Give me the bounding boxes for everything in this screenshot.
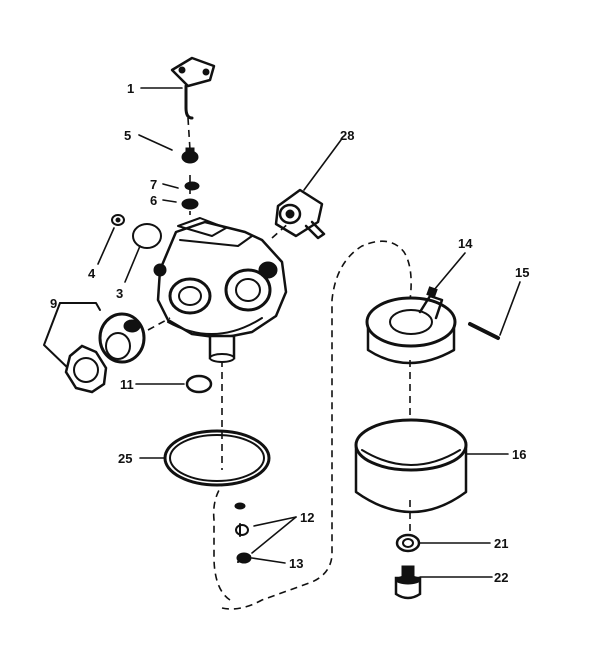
part-screw-13 — [236, 552, 252, 564]
part-washer-12a — [234, 502, 246, 510]
callout-5: 5 — [124, 128, 131, 143]
assembly-dashed-outline — [212, 240, 412, 610]
callout-15: 15 — [515, 265, 529, 280]
part-hinge-pin-15 — [468, 322, 500, 340]
part-bowl-nut-22 — [394, 565, 422, 600]
primer-dash — [147, 317, 171, 331]
callout-28: 28 — [340, 128, 354, 143]
part-fuel-fitting-28 — [274, 188, 326, 240]
callout-4: 4 — [88, 266, 96, 281]
callout-3: 3 — [116, 286, 123, 301]
callout-22: 22 — [494, 570, 508, 585]
callout-6: 6 — [150, 193, 157, 208]
leader-lines — [97, 87, 521, 578]
part-oring-6 — [181, 198, 199, 210]
part-gasket-ring-25 — [163, 429, 271, 487]
callout-21: 21 — [494, 536, 508, 551]
part-washer-7 — [184, 181, 200, 191]
callout-1: 1 — [127, 81, 134, 96]
part-primer-assembly-9 — [43, 302, 146, 394]
part-gasket-3 — [132, 223, 162, 249]
part-throttle-lever — [170, 56, 216, 120]
part-needle-seat — [181, 147, 199, 164]
part-oring-11 — [185, 374, 213, 394]
callout-25: 25 — [118, 451, 132, 466]
part-washer-21 — [395, 533, 421, 553]
callout-12: 12 — [300, 510, 314, 525]
callout-11: 11 — [120, 377, 134, 392]
callout-16: 16 — [512, 447, 526, 462]
fitting-dash — [271, 221, 291, 239]
part-fuel-bowl-16 — [354, 418, 468, 514]
callout-9: 9 — [50, 296, 57, 311]
callout-7: 7 — [150, 177, 157, 192]
callout-14: 14 — [458, 236, 473, 251]
part-screw-12b — [235, 523, 249, 537]
part-carburetor-body — [153, 217, 288, 363]
part-screw-4 — [111, 214, 125, 226]
part-float-14 — [365, 286, 457, 365]
callout-13: 13 — [289, 556, 303, 571]
